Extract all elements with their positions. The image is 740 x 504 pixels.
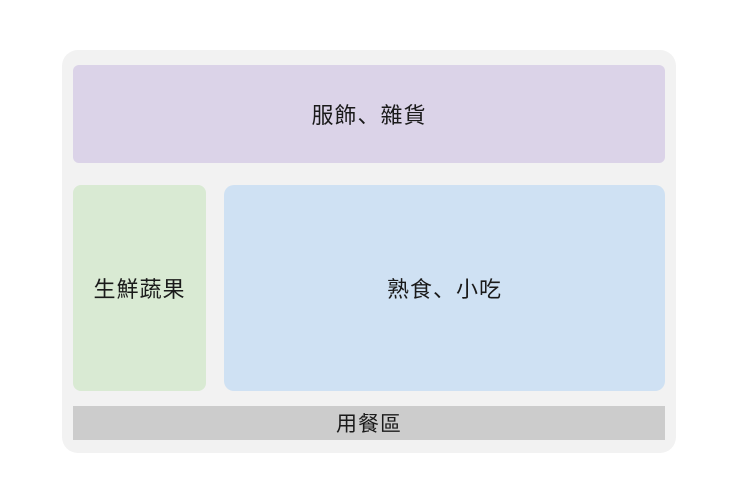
zone-dining-area: 用餐區 bbox=[73, 406, 665, 440]
zone-clothing-goods: 服飾、雜貨 bbox=[73, 65, 665, 163]
zone-label: 生鮮蔬果 bbox=[93, 278, 186, 303]
zone-deli-snacks: 熟食、小吃 bbox=[224, 185, 665, 391]
zone-label: 熟食、小吃 bbox=[386, 278, 502, 303]
zone-label: 用餐區 bbox=[336, 412, 402, 436]
zone-fresh-produce: 生鮮蔬果 bbox=[73, 185, 206, 391]
zone-label: 服飾、雜貨 bbox=[311, 104, 427, 129]
